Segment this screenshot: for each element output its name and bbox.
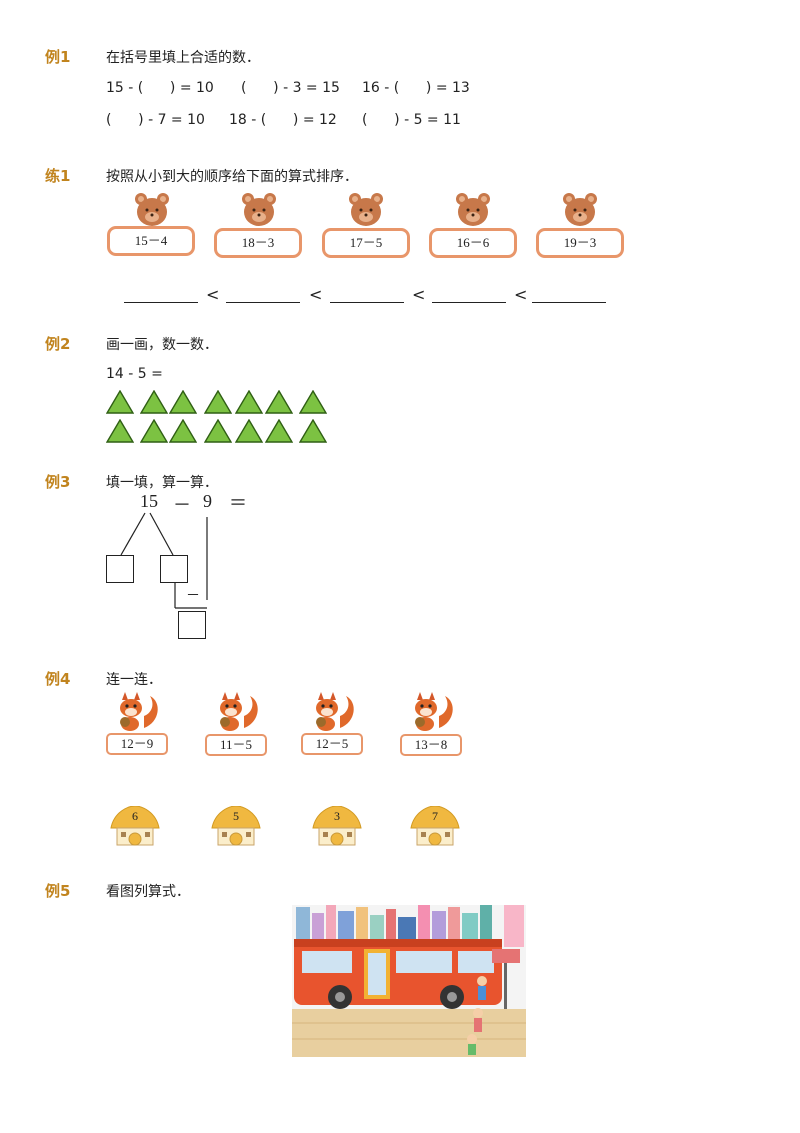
expression-card[interactable]: 11－5	[205, 734, 267, 756]
bear-icon	[453, 190, 493, 234]
ex1-instruction: 在括号里填上合适的数．	[106, 50, 260, 66]
expression-card: 19－3	[536, 228, 624, 258]
expression-card: 17－5	[322, 228, 410, 258]
less-than-sign: <	[309, 285, 323, 304]
house-number: 5	[233, 809, 239, 823]
ex5-tag: 例5	[45, 882, 71, 900]
answer-blank[interactable]	[432, 302, 506, 303]
bear-icon	[560, 190, 600, 234]
answer-box[interactable]	[160, 555, 188, 583]
ex4-tag: 例4	[45, 670, 71, 688]
ex3-subtrahend: 9	[203, 491, 212, 511]
answer-blank[interactable]	[124, 302, 198, 303]
lian1-instruction: 按照从小到大的顺序给下面的算式排序．	[106, 169, 358, 185]
bear-icon	[132, 190, 172, 234]
expression-card[interactable]: 13－8	[400, 734, 462, 756]
expression-card: 18－3	[214, 228, 302, 258]
ex3-equals-sign: ＝	[229, 493, 247, 513]
ex3-instruction: 填一填，算一算．	[106, 475, 218, 491]
mushroom-house-icon[interactable]: 5	[209, 805, 263, 848]
expression-card[interactable]: 12－5	[301, 733, 363, 755]
triangle-shape	[298, 418, 328, 447]
bear-icon	[239, 190, 279, 234]
house-number: 7	[432, 809, 438, 823]
expression-card: 15－4	[107, 226, 195, 256]
triangle-shape	[203, 418, 233, 447]
ex1-tag: 例1	[45, 48, 71, 66]
triangle-shape	[105, 389, 135, 418]
answer-blank[interactable]	[330, 302, 404, 303]
decomposition-diagram	[120, 512, 208, 609]
ex2-equation: 14 - 5 =	[106, 366, 163, 382]
less-than-sign: <	[206, 285, 220, 304]
expression-card: 16－6	[429, 228, 517, 258]
ex3-minus-sign: －	[186, 589, 200, 604]
answer-blank[interactable]	[226, 302, 300, 303]
triangle-shape	[203, 389, 233, 418]
ex3-minus-sign: －	[173, 495, 191, 515]
squirrel-icon	[110, 692, 162, 736]
bus-stop-illustration	[292, 905, 526, 1057]
less-than-sign: <	[412, 285, 426, 304]
mushroom-house-icon[interactable]: 7	[408, 805, 462, 848]
house-number: 6	[132, 809, 138, 823]
triangle-shape	[298, 389, 328, 418]
ex2-instruction: 画一画，数一数．	[106, 337, 218, 353]
less-than-sign: <	[514, 285, 528, 304]
ex4-instruction: 连一连．	[106, 672, 162, 688]
ex1-equation: 15 - ( ) = 10	[106, 80, 214, 96]
triangle-shape	[264, 389, 294, 418]
triangle-shape	[168, 389, 198, 418]
ex1-equation: 18 - ( ) = 12	[229, 112, 337, 128]
lian1-tag: 练1	[45, 167, 71, 185]
triangle-shape	[234, 389, 264, 418]
triangle-shape	[168, 418, 198, 447]
squirrel-icon	[306, 692, 358, 736]
expression-card[interactable]: 12－9	[106, 733, 168, 755]
house-number: 3	[334, 809, 340, 823]
ex3-tag: 例3	[45, 473, 71, 491]
squirrel-icon	[210, 692, 262, 736]
bear-icon	[346, 190, 386, 234]
mushroom-house-icon[interactable]: 6	[108, 805, 162, 848]
ex2-tag: 例2	[45, 335, 71, 353]
squirrel-icon	[405, 692, 457, 736]
ex3-minuend: 15	[140, 491, 158, 511]
triangle-shape	[139, 418, 169, 447]
answer-box[interactable]	[106, 555, 134, 583]
ex1-equation: ( ) - 5 = 11	[362, 112, 461, 128]
triangle-shape	[139, 389, 169, 418]
ex1-equation: 16 - ( ) = 13	[362, 80, 470, 96]
triangle-shape	[234, 418, 264, 447]
answer-box[interactable]	[178, 611, 206, 639]
answer-blank[interactable]	[532, 302, 606, 303]
triangle-shape	[264, 418, 294, 447]
ex5-instruction: 看图列算式．	[106, 884, 190, 900]
triangle-shape	[105, 418, 135, 447]
mushroom-house-icon[interactable]: 3	[310, 805, 364, 848]
ex1-equation: ( ) - 3 = 15	[241, 80, 340, 96]
ex1-equation: ( ) - 7 = 10	[106, 112, 205, 128]
